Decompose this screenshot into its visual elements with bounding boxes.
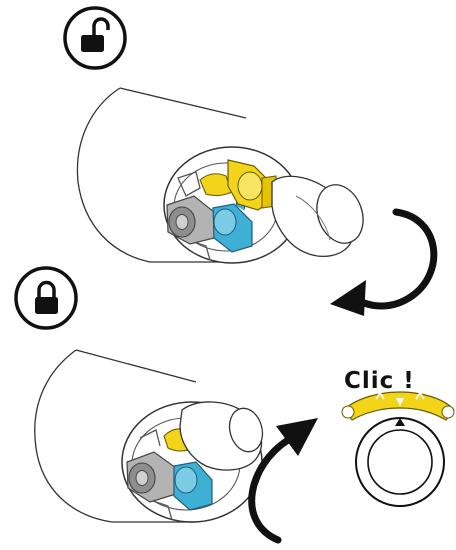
yellow-cam-detail	[341, 391, 455, 421]
blue-knob-bottom	[173, 461, 213, 511]
thumb-knob-top	[271, 175, 364, 257]
unlocked-padlock-icon	[63, 6, 127, 70]
rotate-counterclockwise-arrow-icon	[330, 208, 438, 316]
rotor-ring-detail	[355, 417, 445, 507]
rotate-clockwise-arrow-icon	[248, 418, 318, 544]
grey-cam-bottom	[126, 451, 177, 503]
thumb-knob-bottom	[179, 401, 264, 471]
grey-cam-top	[166, 195, 215, 245]
clic-label: Clic !	[344, 368, 415, 394]
locked-padlock-icon	[14, 266, 78, 330]
